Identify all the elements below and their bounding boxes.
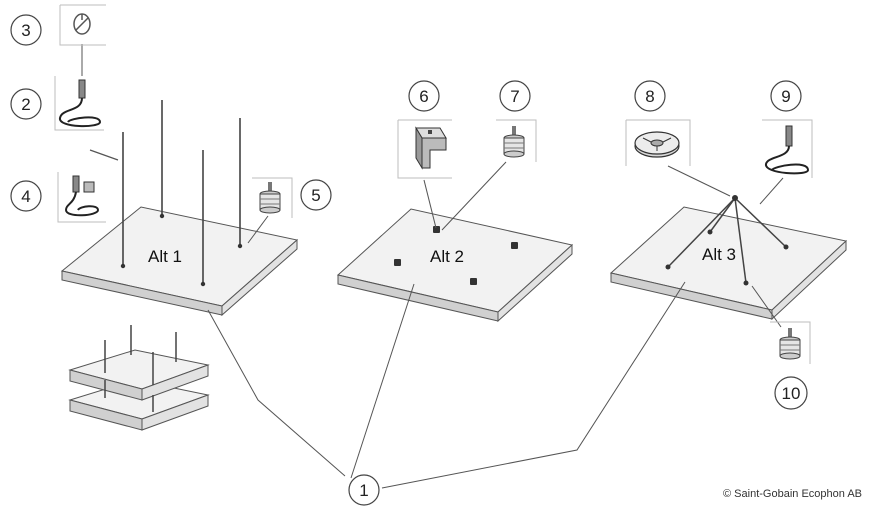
component-7-anchor-icon (496, 119, 537, 162)
component-6-bracket-icon (397, 119, 452, 179)
svg-text:8: 8 (645, 87, 654, 106)
callout-9: 9 (770, 80, 802, 112)
component-5-anchor-icon (252, 177, 293, 218)
svg-text:6: 6 (419, 87, 428, 106)
panel-alt-1 (60, 206, 299, 317)
component-4-wire-grip-icon (57, 172, 106, 223)
component-2-wire-icon (54, 76, 104, 131)
component-10-anchor-icon (770, 321, 811, 364)
panel-alt-3 (609, 206, 848, 321)
svg-text:1: 1 (359, 481, 368, 500)
leader-lines (81, 44, 784, 489)
svg-text:9: 9 (781, 87, 790, 106)
panel-alt-2 (336, 208, 574, 323)
callout-5: 5 (300, 179, 332, 211)
clips-alt-2 (394, 226, 518, 285)
svg-text:2: 2 (21, 95, 30, 114)
hanger-wires-alt-1 (122, 100, 241, 284)
svg-text:5: 5 (311, 186, 320, 205)
callout-6: 6 (408, 80, 440, 112)
label-alt-1: Alt 1 (148, 247, 182, 266)
component-3-hook-icon (59, 4, 106, 46)
label-alt-3: Alt 3 (702, 245, 736, 264)
stacked-panels (68, 325, 210, 431)
callout-2: 2 (10, 88, 42, 120)
component-9-wire-icon (762, 119, 813, 178)
label-alt-2: Alt 2 (430, 247, 464, 266)
callout-8: 8 (634, 80, 666, 112)
callout-10: 10 (774, 376, 808, 410)
hanger-wires-alt-3 (667, 197, 787, 284)
wire-tail (89, 149, 119, 161)
svg-text:3: 3 (21, 21, 30, 40)
callout-4: 4 (10, 180, 42, 212)
hanger-anchors-alt-3 (665, 195, 789, 286)
svg-text:4: 4 (21, 187, 30, 206)
svg-text:7: 7 (510, 87, 519, 106)
copyright-text: © Saint-Gobain Ecophon AB (723, 488, 862, 500)
callout-3: 3 (10, 14, 42, 46)
hanger-anchors-alt-1 (120, 213, 243, 287)
callout-7: 7 (499, 80, 531, 112)
callout-1: 1 (348, 474, 380, 506)
svg-text:10: 10 (782, 384, 801, 403)
component-8-disc-icon (625, 119, 691, 166)
